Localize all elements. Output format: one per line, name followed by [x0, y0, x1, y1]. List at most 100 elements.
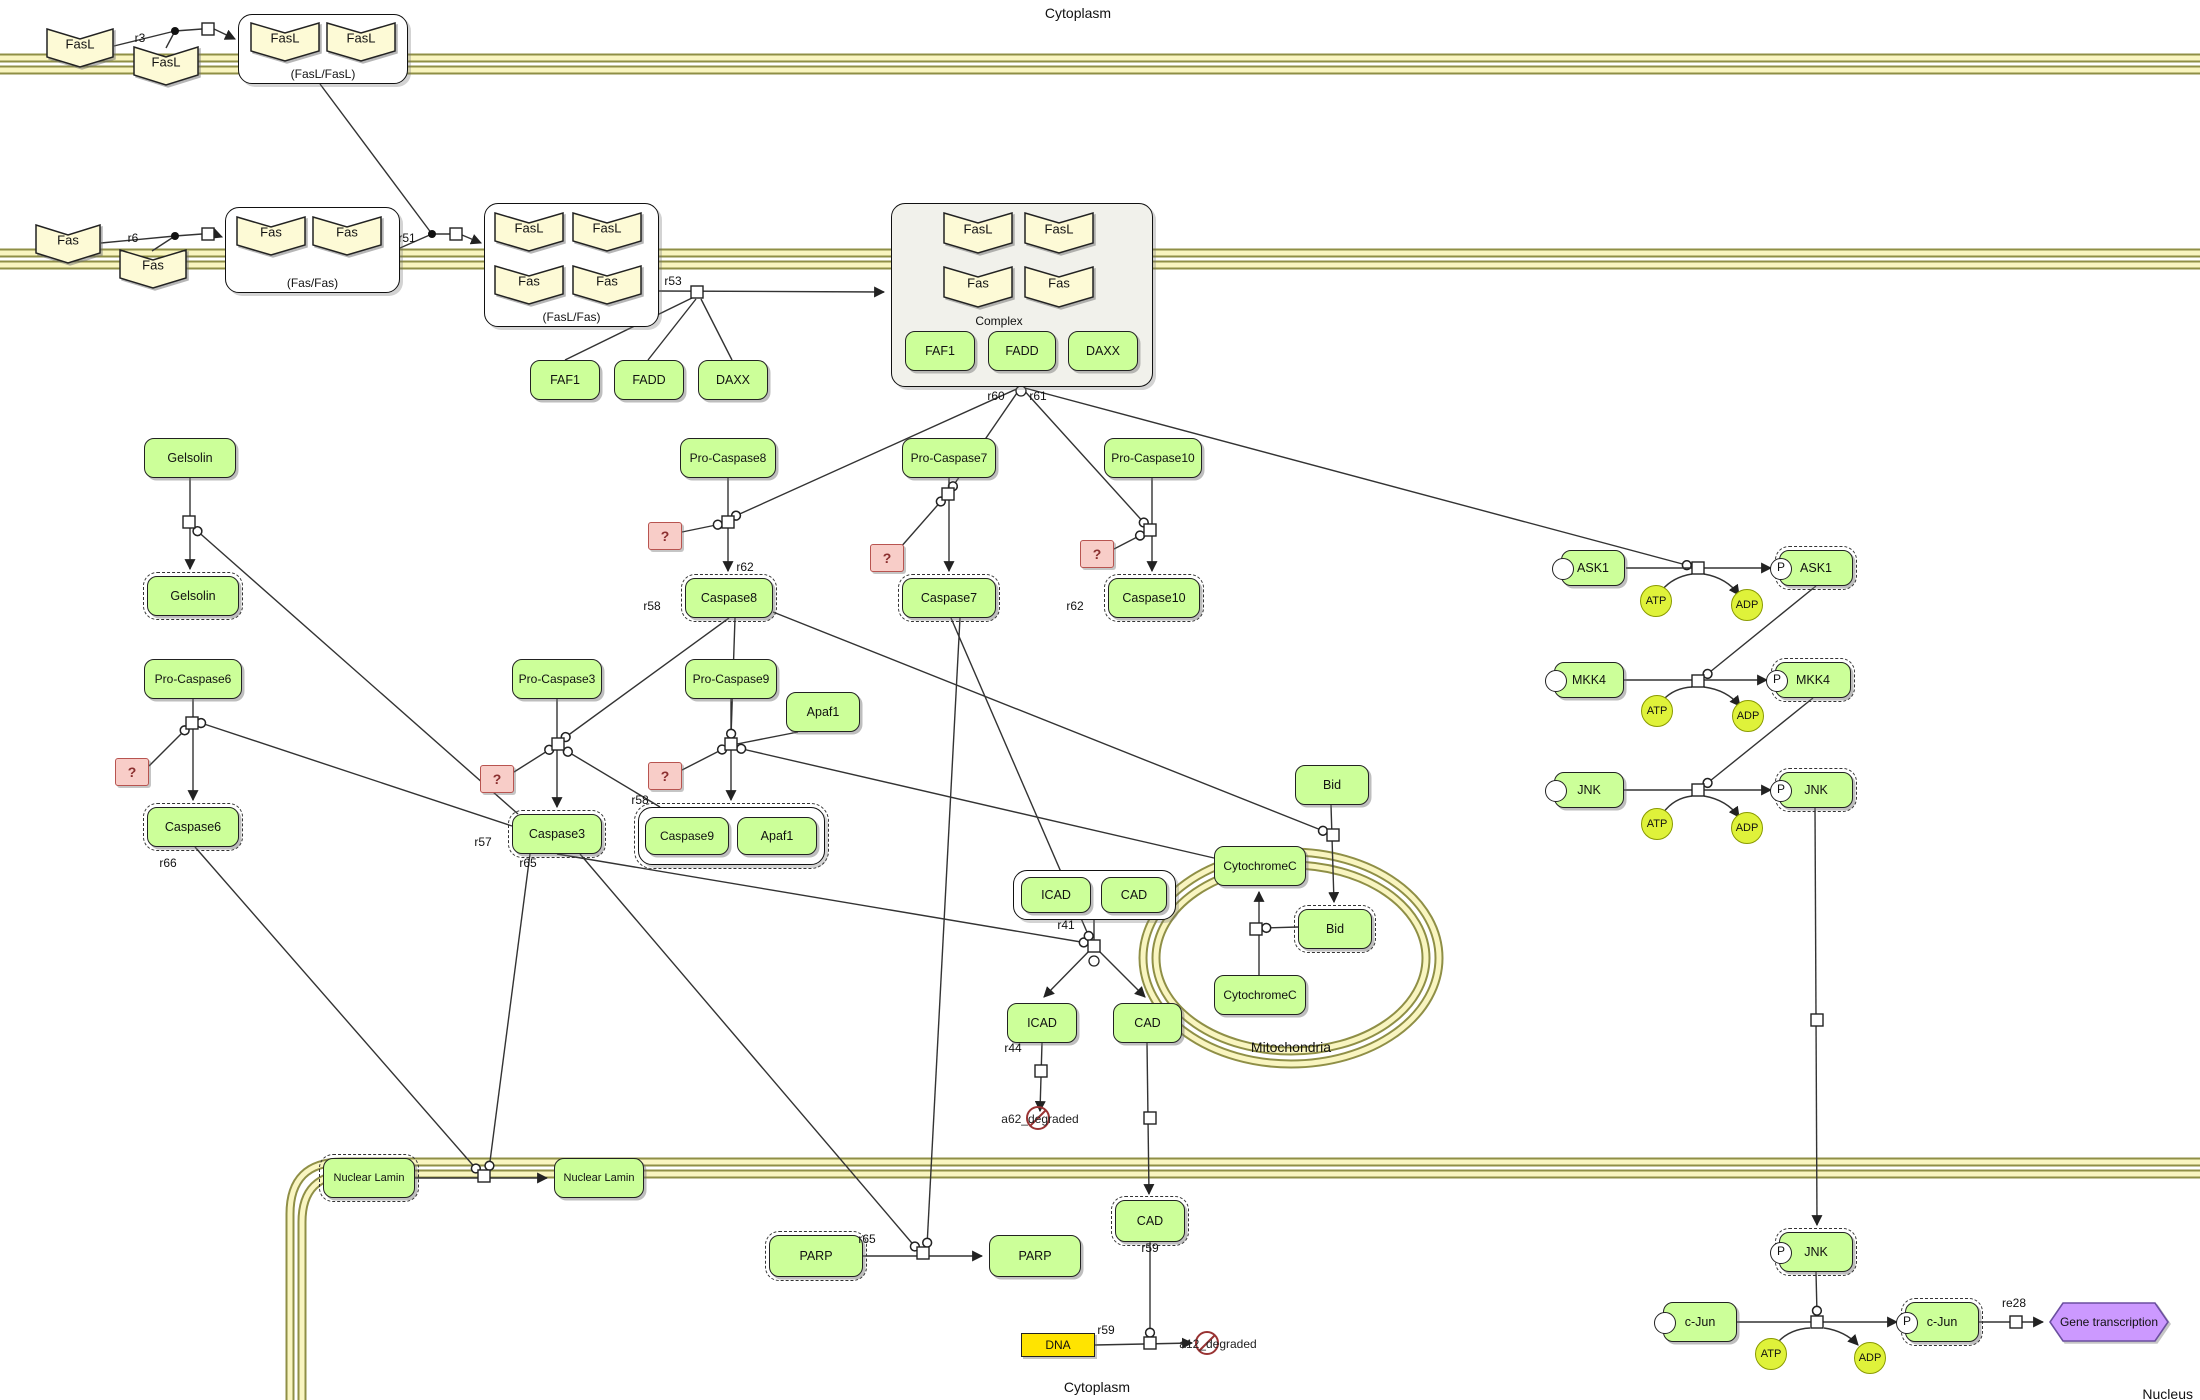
- fasl-8[interactable]: FasL: [1024, 212, 1094, 254]
- fas-6[interactable]: Fas: [572, 265, 642, 305]
- reaction-r-caspase7[interactable]: [941, 487, 955, 501]
- parp-a[interactable]: PARP: [765, 1231, 867, 1281]
- fasl-1[interactable]: FasL: [46, 28, 114, 68]
- reaction-r-gelsolin[interactable]: [182, 515, 196, 529]
- adp-2[interactable]: ADP: [1732, 700, 1764, 732]
- adp-1[interactable]: ADP: [1731, 589, 1763, 621]
- fas-2[interactable]: Fas: [119, 249, 187, 289]
- cad[interactable]: CAD: [1113, 1003, 1182, 1043]
- fadd[interactable]: FADD: [614, 360, 684, 400]
- icad-c[interactable]: ICAD: [1021, 877, 1091, 913]
- parp-b[interactable]: PARP: [989, 1235, 1081, 1277]
- pro-caspase9[interactable]: Pro-Caspase9: [685, 659, 777, 699]
- icad[interactable]: ICAD: [1007, 1003, 1077, 1043]
- flag-caspase10[interactable]: ?: [1080, 540, 1114, 568]
- bid-truncated[interactable]: Bid: [1294, 905, 1376, 953]
- fasl-5[interactable]: FasL: [494, 212, 564, 252]
- pro-caspase10[interactable]: Pro-Caspase10: [1104, 438, 1202, 478]
- flag-caspase3[interactable]: ?: [480, 765, 514, 793]
- atp-2[interactable]: ATP: [1641, 695, 1673, 727]
- reaction-r-jnk[interactable]: [1691, 783, 1705, 797]
- fas-7[interactable]: Fas: [943, 266, 1013, 308]
- reaction-r-lamin[interactable]: [477, 1169, 491, 1183]
- pro-caspase3[interactable]: Pro-Caspase3: [512, 659, 602, 699]
- fas-8[interactable]: Fas: [1024, 266, 1094, 308]
- pro-caspase7[interactable]: Pro-Caspase7: [902, 438, 996, 478]
- reaction-r51[interactable]: [449, 227, 463, 241]
- caspase3[interactable]: Caspase3: [508, 810, 606, 858]
- reaction-r65-parp[interactable]: [916, 1246, 930, 1260]
- dna[interactable]: DNA: [1021, 1333, 1095, 1357]
- fas-3[interactable]: Fas: [236, 216, 306, 256]
- adp-3[interactable]: ADP: [1731, 812, 1763, 844]
- cytochrome-c-mito[interactable]: CytochromeC: [1214, 975, 1306, 1015]
- fas-4[interactable]: Fas: [312, 216, 382, 256]
- reaction-r-bid[interactable]: [1326, 828, 1340, 842]
- flag-caspase6[interactable]: ?: [115, 758, 149, 786]
- caspase9[interactable]: Caspase9: [645, 817, 729, 855]
- flag-caspase8[interactable]: ?: [648, 522, 682, 550]
- fas-5[interactable]: Fas: [494, 265, 564, 305]
- bid[interactable]: Bid: [1295, 765, 1369, 805]
- reaction-r58-apoptosome[interactable]: [724, 737, 738, 751]
- fasl-3[interactable]: FasL: [250, 22, 320, 62]
- reaction-r6[interactable]: [201, 227, 215, 241]
- reaction-r44[interactable]: [1034, 1064, 1048, 1078]
- jnk[interactable]: JNK: [1545, 772, 1624, 808]
- reaction-r-jnk-transport[interactable]: [1810, 1013, 1824, 1027]
- reaction-r-ask1[interactable]: [1691, 561, 1705, 575]
- mkk4[interactable]: MKK4: [1545, 662, 1624, 698]
- adp-4[interactable]: ADP: [1854, 1342, 1886, 1374]
- degraded-dna-icon[interactable]: [1195, 1331, 1219, 1355]
- fadd-disc[interactable]: FADD: [988, 331, 1056, 371]
- reaction-r41[interactable]: [1087, 939, 1101, 953]
- reaction-r58-caspase8[interactable]: [721, 515, 735, 529]
- reaction-r66-caspase6[interactable]: [185, 716, 199, 730]
- reaction-r-cjun[interactable]: [1810, 1315, 1824, 1329]
- cad-c[interactable]: CAD: [1101, 877, 1167, 913]
- c-jun[interactable]: c-Jun: [1654, 1302, 1737, 1342]
- daxx[interactable]: DAXX: [698, 360, 768, 400]
- fasl-4[interactable]: FasL: [326, 22, 396, 62]
- reaction-r62-caspase10[interactable]: [1143, 523, 1157, 537]
- fasl-2[interactable]: FasL: [133, 46, 199, 86]
- nuclear-lamin-a[interactable]: Nuclear Lamin: [319, 1154, 419, 1202]
- cytochrome-c-released[interactable]: CytochromeC: [1214, 846, 1306, 886]
- reaction-r57-caspase3[interactable]: [551, 737, 565, 751]
- faf1[interactable]: FAF1: [530, 360, 600, 400]
- reaction-r-mkk4[interactable]: [1691, 674, 1705, 688]
- atp-4[interactable]: ATP: [1755, 1338, 1787, 1370]
- reaction-r3[interactable]: [201, 22, 215, 36]
- faf1-disc[interactable]: FAF1: [905, 331, 975, 371]
- flag-caspase7[interactable]: ?: [870, 544, 904, 572]
- ask1[interactable]: ASK1: [1552, 550, 1625, 586]
- atp-1[interactable]: ATP: [1640, 585, 1672, 617]
- caspase6[interactable]: Caspase6: [143, 803, 243, 851]
- daxx-disc[interactable]: DAXX: [1068, 331, 1138, 371]
- atp-3[interactable]: ATP: [1641, 808, 1673, 840]
- reaction-r-cad-transport[interactable]: [1143, 1111, 1157, 1125]
- fasl-6[interactable]: FasL: [572, 212, 642, 252]
- pro-caspase6[interactable]: Pro-Caspase6: [144, 659, 242, 699]
- caspase7[interactable]: Caspase7: [898, 574, 1000, 622]
- reaction-r59-dna[interactable]: [1143, 1336, 1157, 1350]
- pro-caspase8[interactable]: Pro-Caspase8: [680, 438, 776, 478]
- reaction-re28[interactable]: [2009, 1315, 2023, 1329]
- fas-1[interactable]: Fas: [35, 224, 101, 264]
- reaction-r53[interactable]: [690, 285, 704, 299]
- flag-caspase9[interactable]: ?: [648, 762, 682, 790]
- gelsolin-active[interactable]: Gelsolin: [143, 572, 243, 620]
- nuclear-lamin-b[interactable]: Nuclear Lamin: [554, 1158, 644, 1198]
- cad-nuclear[interactable]: CAD: [1111, 1196, 1189, 1246]
- apaf1-c[interactable]: Apaf1: [737, 817, 817, 855]
- reaction-r-cytochrome-c[interactable]: [1249, 922, 1263, 936]
- gelsolin[interactable]: Gelsolin: [144, 438, 236, 478]
- gene-transcription[interactable]: Gene transcription: [2049, 1302, 2169, 1342]
- degraded-icad-icon[interactable]: [1026, 1106, 1050, 1130]
- fasl-7[interactable]: FasL: [943, 212, 1013, 254]
